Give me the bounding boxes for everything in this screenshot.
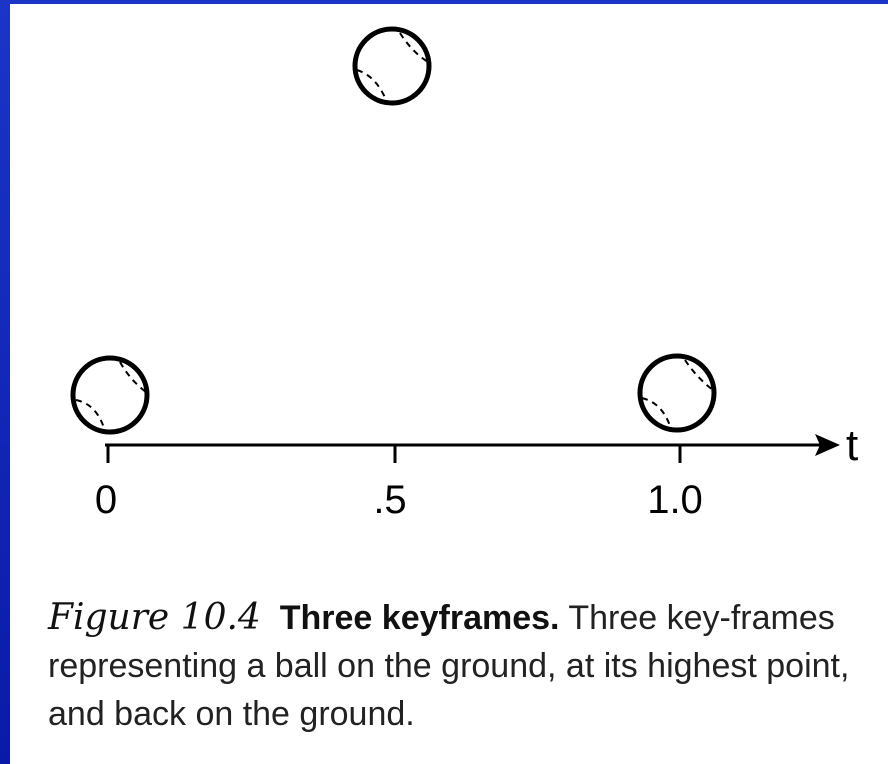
ball-keyframe-0	[70, 355, 150, 435]
axis-label-t: t	[846, 421, 859, 470]
slide-left-border	[0, 0, 10, 764]
tick-label-0.5: .5	[373, 478, 407, 522]
figure-number: Figure 10.4	[48, 597, 261, 638]
figure-caption: Figure 10.4 Three keyframes. Three key-f…	[48, 594, 868, 738]
ball-keyframe-0.5	[352, 26, 432, 106]
slide-top-border	[0, 0, 888, 4]
tick-label-0: 0	[94, 478, 118, 522]
axis-arrowhead	[815, 434, 840, 456]
tick-label-1.0: 1.0	[647, 478, 703, 522]
caption-title: Three keyframes.	[279, 599, 560, 637]
ball-keyframe-1.0	[637, 353, 717, 433]
keyframe-diagram	[70, 26, 840, 463]
caption-text: Three key-frames representing a ball on …	[48, 599, 850, 733]
